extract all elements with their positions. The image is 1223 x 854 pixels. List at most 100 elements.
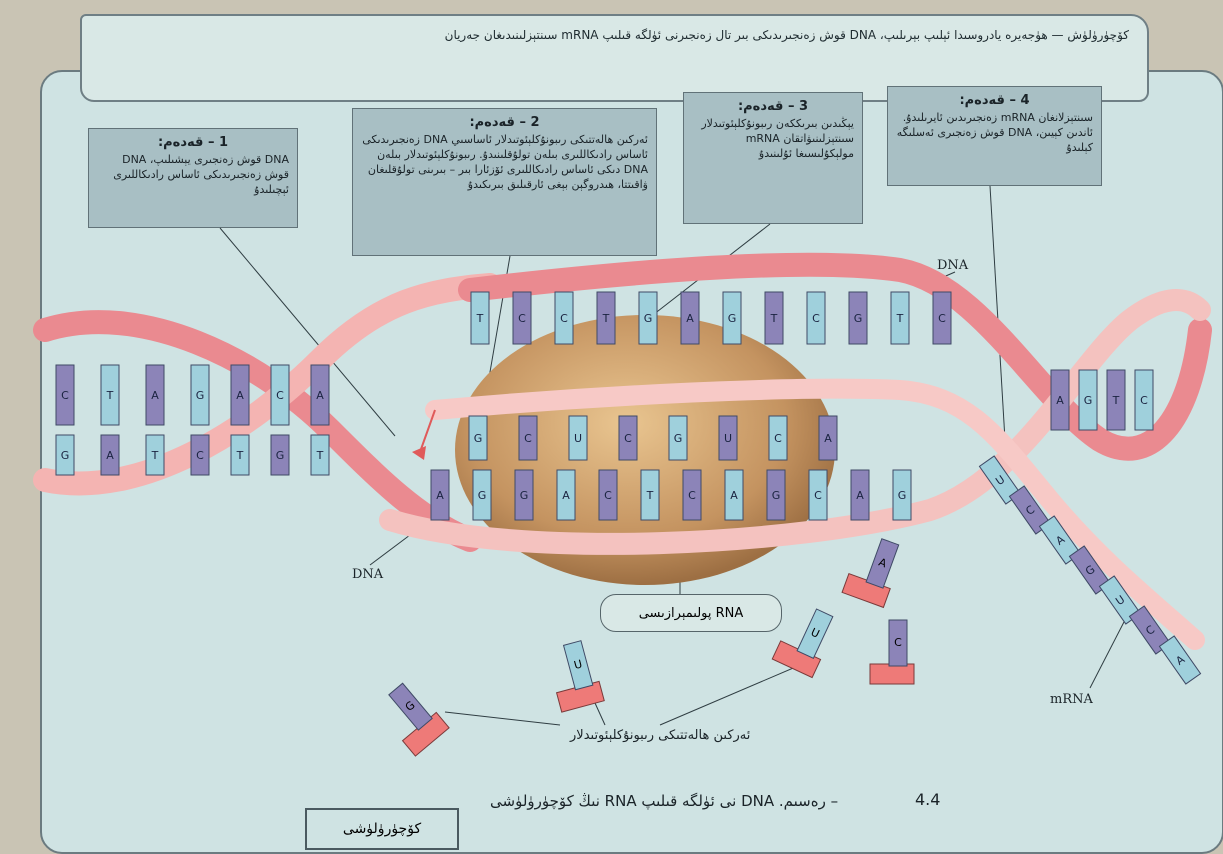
bottom-strand-base-letter: A	[856, 489, 864, 502]
left-helix-pair-base: T	[146, 435, 164, 475]
left-helix-base: C	[56, 365, 74, 425]
free-pointer-3	[660, 660, 812, 725]
left-helix-base-letter: T	[106, 389, 114, 402]
mrna-label: mRNA	[1050, 692, 1093, 707]
rna-base: U	[719, 416, 737, 460]
top-strand-base-letter: G	[854, 312, 863, 325]
bottom-strand-base-letter: A	[730, 489, 738, 502]
right-helix-base-letter: G	[1084, 394, 1093, 407]
left-helix-base: G	[191, 365, 209, 425]
top-strand-base-letter: T	[770, 312, 778, 325]
rna-base: C	[769, 416, 787, 460]
left-helix-pair-base-letter: A	[106, 449, 114, 462]
top-strand-base: A	[681, 292, 699, 344]
left-helix-pair-base-letter: G	[61, 449, 70, 462]
left-helix-base: A	[311, 365, 329, 425]
left-helix-strand-a	[45, 322, 470, 540]
rna-base-letter: C	[774, 432, 782, 445]
bottom-strand-base: G	[473, 470, 491, 520]
right-helix-base-letter: A	[1056, 394, 1064, 407]
top-strand-base: G	[723, 292, 741, 344]
top-strand-base-letter: T	[602, 312, 610, 325]
bottom-strand-base-letter: C	[604, 489, 612, 502]
rna-base: U	[569, 416, 587, 460]
rna-base-letter: G	[474, 432, 483, 445]
bottom-strand-base: G	[515, 470, 533, 520]
top-strand-base: C	[555, 292, 573, 344]
rna-base-letter: U	[724, 432, 732, 445]
bottom-strand-base-letter: C	[688, 489, 696, 502]
right-helix-base: G	[1079, 370, 1097, 430]
left-helix-base-letter: A	[316, 389, 324, 402]
free-nucleotide-letter: C	[894, 636, 902, 649]
left-helix-base-letter: C	[61, 389, 69, 402]
left-helix-base-letter: A	[236, 389, 244, 402]
top-strand-base: T	[891, 292, 909, 344]
top-strand-base: G	[849, 292, 867, 344]
top-strand-base-letter: G	[728, 312, 737, 325]
mrna-pointer	[1090, 620, 1125, 688]
figure-caption: – رەسىم. DNA نى ئۈلگە قىلىپ RNA نىڭ كۆچۈ…	[490, 792, 838, 810]
top-strand-base: C	[933, 292, 951, 344]
top-strand-base: C	[807, 292, 825, 344]
left-helix-pair-base-letter: C	[196, 449, 204, 462]
free-nucleotide: U	[545, 639, 604, 712]
top-strand-base-letter: C	[560, 312, 568, 325]
left-helix-pair-base: A	[101, 435, 119, 475]
free-nucleotides-label: ئەركىن ھالەتتىكى رىبونۇكلېئوتىدلار	[570, 728, 750, 743]
bottom-strand-base: A	[725, 470, 743, 520]
rna-base-letter: C	[624, 432, 632, 445]
rna-base: A	[819, 416, 837, 460]
rna-base-letter: G	[674, 432, 683, 445]
right-helix-base: A	[1051, 370, 1069, 430]
bottom-strand-base: A	[851, 470, 869, 520]
bottom-strand-base: G	[767, 470, 785, 520]
right-helix-base: T	[1107, 370, 1125, 430]
bottom-strand-base-letter: T	[646, 489, 654, 502]
top-strand-base: T	[765, 292, 783, 344]
rna-base: G	[669, 416, 687, 460]
free-nucleotide: G	[374, 679, 449, 756]
free-nucleotide: A	[842, 532, 905, 607]
rna-base-letter: C	[524, 432, 532, 445]
top-strand-base-letter: C	[812, 312, 820, 325]
left-helix-pair-base-letter: T	[316, 449, 324, 462]
top-strand-base: C	[513, 292, 531, 344]
bottom-strand-base-letter: C	[814, 489, 822, 502]
bottom-strand-base: G	[893, 470, 911, 520]
dna-top-label: DNA	[937, 258, 968, 273]
figure-number: 4.4	[915, 790, 940, 809]
free-nucleotide: C	[870, 620, 914, 684]
rna-base: C	[519, 416, 537, 460]
left-helix-base-letter: C	[276, 389, 284, 402]
top-strand-base-letter: G	[644, 312, 653, 325]
bottom-strand-base-letter: G	[478, 489, 487, 502]
bottom-strand-base-letter: A	[436, 489, 444, 502]
left-helix-pair-base: G	[271, 435, 289, 475]
bottom-strand-base-letter: G	[520, 489, 529, 502]
free-nucleotide-sugar	[870, 664, 914, 684]
left-helix-pair-base: T	[231, 435, 249, 475]
left-helix-base-letter: A	[151, 389, 159, 402]
bottom-strand-base: A	[431, 470, 449, 520]
bottom-strand-base: C	[809, 470, 827, 520]
left-helix-base: A	[231, 365, 249, 425]
left-helix-pair-base-letter: T	[151, 449, 159, 462]
top-strand-base-letter: C	[938, 312, 946, 325]
bottom-strand-base-letter: G	[772, 489, 781, 502]
top-strand-base-letter: C	[518, 312, 526, 325]
top-strand-base-letter: T	[896, 312, 904, 325]
left-helix-base: C	[271, 365, 289, 425]
left-helix-pair-base: T	[311, 435, 329, 475]
right-helix-base-letter: T	[1112, 394, 1120, 407]
bottom-strand-base: C	[599, 470, 617, 520]
rna-base: G	[469, 416, 487, 460]
free-nucleotide: U	[772, 601, 839, 678]
left-helix-pair-base: C	[191, 435, 209, 475]
bottom-strand-base-letter: A	[562, 489, 570, 502]
top-strand-base: G	[639, 292, 657, 344]
right-helix-base: C	[1135, 370, 1153, 430]
left-helix-base: T	[101, 365, 119, 425]
